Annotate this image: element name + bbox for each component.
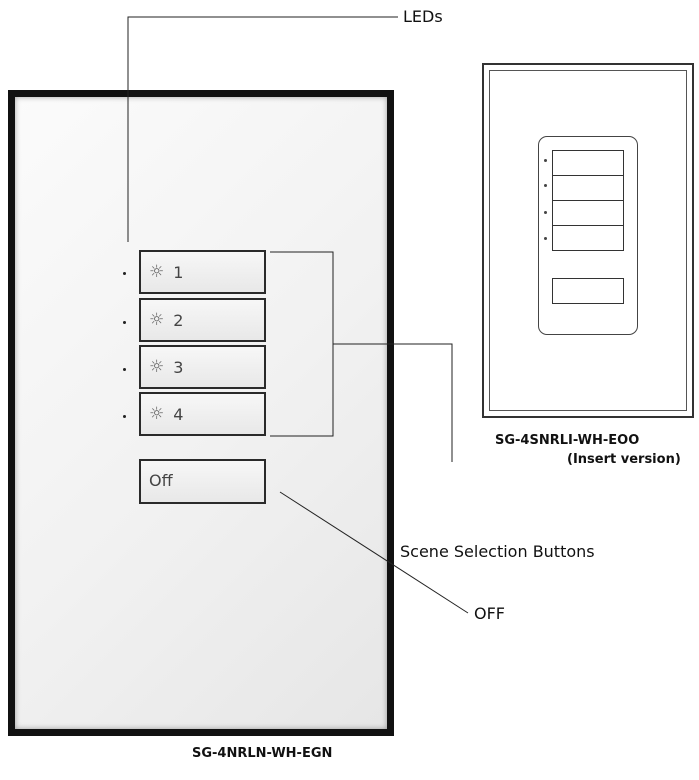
insert-scene-button (552, 225, 624, 251)
insert-led (544, 184, 547, 187)
insert-module (538, 136, 638, 335)
main-model-label: SG-4NRLN-WH-EGN (192, 746, 333, 761)
led-indicator (123, 321, 126, 324)
insert-led (544, 211, 547, 214)
scene-button-2[interactable]: ☼ 2 (139, 298, 266, 342)
off-button-label: Off (149, 471, 173, 490)
insert-version-note: (Insert version) (567, 452, 681, 467)
off-button[interactable]: Off (139, 459, 266, 504)
scene-buttons-bracket (270, 251, 334, 437)
scene-button-label: 2 (173, 310, 184, 330)
off-label: OFF (474, 604, 505, 623)
insert-led (544, 159, 547, 162)
led-indicator (123, 272, 126, 275)
sun-icon: ☼ (149, 404, 165, 424)
scene-button-3[interactable]: ☼ 3 (139, 345, 266, 389)
off-leader-line (279, 491, 469, 614)
scene-button-label: 4 (173, 404, 184, 424)
leds-leader-line (127, 16, 398, 242)
insert-scene-button (552, 175, 624, 201)
scene-button-label: 1 (173, 262, 184, 282)
led-indicator (123, 368, 126, 371)
insert-model-label: SG-4SNRLI-WH-EOO (495, 433, 640, 448)
insert-wallplate-inner (489, 70, 687, 411)
insert-off-button (552, 278, 624, 304)
insert-led (544, 237, 547, 240)
scene-button-4[interactable]: ☼ 4 (139, 392, 266, 436)
leds-label: LEDs (403, 7, 443, 26)
scene-button-1[interactable]: ☼ 1 (139, 250, 266, 294)
sun-icon: ☼ (149, 357, 165, 377)
insert-wallplate-frame (482, 63, 694, 418)
scene-buttons-leader-line (333, 343, 453, 462)
insert-scene-button (552, 150, 624, 176)
sun-icon: ☼ (149, 262, 165, 282)
scene-button-label: 3 (173, 357, 184, 377)
led-indicator (123, 415, 126, 418)
insert-scene-button (552, 200, 624, 226)
sun-icon: ☼ (149, 310, 165, 330)
scene-selection-label: Scene Selection Buttons (400, 542, 595, 561)
